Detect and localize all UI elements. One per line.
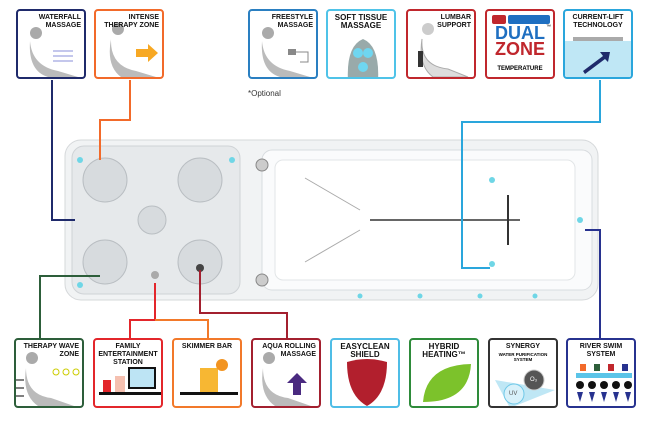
feature-easyclean-shield: EASYCLEAN SHIELD [330,338,400,408]
tray-snacks-tv-icon [99,367,161,395]
feature-therapy-wave-zone: THERAPY WAVE ZONE [14,338,84,408]
seated-person-up-arrow-icon [262,352,311,406]
seated-person-wave-icon [16,352,80,406]
feature-freestyle-massage: FREESTYLE MASSAGE [248,9,318,79]
hot-zone-swatch [492,15,506,24]
drink-tray-icon [180,359,238,395]
jets-manifold-icon [576,364,632,402]
feature-intense-therapy-zone: INTENSE THERAPY ZONE [94,9,164,79]
synergy-subtitle: WATER PURIFICATION SYSTEM [498,352,548,362]
feature-aqua-rolling-massage: AQUA ROLLING MASSAGE [251,338,321,408]
feature-synergy-water-purification: SYNERGY WATER PURIFICATION SYSTEM UV O₃ [488,338,558,408]
feature-hybrid-heating: HYBRID HEATING™ [409,338,479,408]
optional-note: *Optional [248,89,281,98]
zone-text: ZONE [494,39,545,59]
back-muscles-icon [347,39,379,77]
feature-waterfall-massage: WATERFALL MASSAGE [16,9,86,79]
feature-soft-tissue-massage: SOFT TISSUE MASSAGE [326,9,396,79]
feature-lumbar-support: LUMBAR SUPPORT [406,9,476,79]
feature-river-swim-system: RIVER SWIM SYSTEM [566,338,636,408]
feature-dual-zone-temperature: DUAL ZONE ™ TEMPERATURE [485,9,555,79]
seated-person-lumbar-icon [418,23,469,77]
seated-person-arrow-icon [109,23,158,77]
swimmer-current-icon [565,37,631,77]
temperature-text: TEMPERATURE [497,66,543,72]
shield-icon [347,359,387,406]
dual-text: DUAL [495,23,545,43]
feature-family-entertainment-station: FAMILY ENTERTAINMENT STATION [93,338,163,408]
seated-person-icon [29,27,78,77]
cool-zone-swatch [508,15,550,24]
uv-ozone-icon [495,369,555,406]
feature-current-lift-technology: CURRENT-LIFT TECHNOLOGY [563,9,633,79]
leaf-icon [423,364,471,402]
feature-skimmer-bar: SKIMMER BAR [172,338,242,408]
handheld-massager-icon [261,27,310,77]
